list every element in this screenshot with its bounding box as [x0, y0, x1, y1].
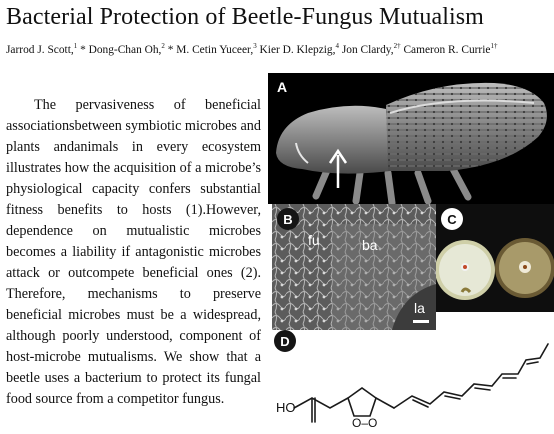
beetle-micrograph: [276, 82, 547, 204]
author-affiliation: 1†: [490, 42, 498, 50]
author-affiliation: 4: [335, 42, 339, 50]
author-name: Kier D. Klepzig,: [256, 43, 336, 56]
author-affiliation: 3: [253, 42, 257, 50]
figure-panel-b: B fu ba la: [272, 204, 436, 330]
figure-panel-d: D HO O–O: [272, 330, 554, 434]
figure-panel-c: C: [436, 204, 554, 312]
author-name: * M. Cetin Yuceer,: [164, 43, 254, 56]
panel-a-label: A: [277, 79, 288, 95]
author-affiliation: 1: [73, 42, 78, 50]
abstract-text: The pervasiveness of beneficial associat…: [6, 97, 261, 407]
chemical-structure: [293, 343, 549, 423]
petri-dishes: [436, 238, 554, 300]
author-name: Cameron R. Currie: [400, 43, 491, 56]
label-ba: ba: [362, 237, 378, 253]
panel-c-badge: C: [441, 208, 463, 230]
sem-texture: [272, 204, 436, 330]
author-affiliation: 2†: [393, 42, 401, 50]
label-la: la: [414, 300, 425, 316]
label-fu: fu: [308, 232, 320, 248]
author-name: * Dong-Chan Oh,: [77, 43, 162, 56]
author-list: Jarrod J. Scott,1 * Dong-Chan Oh,2 * M. …: [6, 42, 497, 56]
author-affiliation: 2: [161, 42, 165, 50]
panel-d-badge: D: [274, 330, 296, 352]
figure-panel-a: A: [268, 73, 554, 204]
ring-oxygen-label: O–O: [352, 416, 378, 430]
acid-label: HO: [276, 400, 296, 415]
paper-title: Bacterial Protection of Beetle-Fungus Mu…: [6, 4, 484, 30]
author-name: Jon Clardy,: [338, 43, 394, 56]
panel-b-badge: B: [277, 208, 299, 230]
author-name: Jarrod J. Scott,: [6, 43, 74, 56]
